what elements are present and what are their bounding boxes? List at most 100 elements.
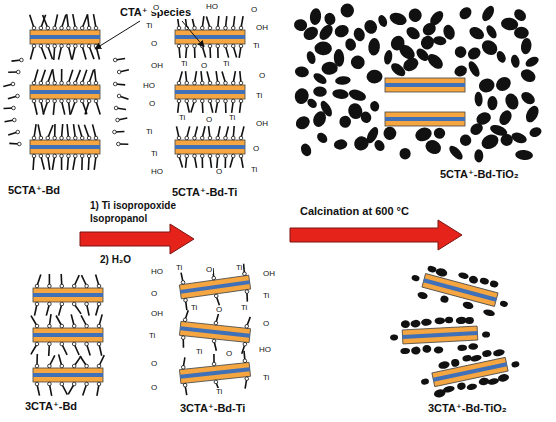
tio2-particle bbox=[366, 70, 382, 84]
layer-sheet bbox=[30, 85, 100, 99]
surfactant-head bbox=[243, 342, 247, 346]
surfactant-head bbox=[200, 136, 204, 140]
surfactant-head bbox=[208, 154, 212, 158]
step-label: 2) H₂O bbox=[100, 253, 200, 266]
layer-core bbox=[33, 293, 103, 297]
clay-layer bbox=[417, 344, 522, 400]
tio2-particle bbox=[458, 271, 470, 280]
tio2-particle bbox=[458, 132, 474, 148]
surfactant-head bbox=[67, 136, 71, 140]
surfactant-head bbox=[87, 99, 91, 103]
surfactant-head bbox=[53, 136, 57, 140]
surfactant-head bbox=[185, 154, 189, 158]
surfactant-head bbox=[60, 99, 64, 103]
tio2-particle bbox=[499, 300, 508, 308]
surfactant-head bbox=[113, 82, 117, 86]
surfactant-head bbox=[39, 99, 43, 103]
layer-sheet bbox=[179, 321, 250, 342]
tio2-particle bbox=[411, 274, 420, 282]
layer-sheet bbox=[30, 30, 100, 44]
clay-layer bbox=[175, 16, 245, 58]
surfactant-head bbox=[94, 99, 98, 103]
surfactant-head bbox=[16, 94, 20, 98]
tio2-particle bbox=[372, 138, 386, 153]
surfactant-head bbox=[60, 302, 64, 306]
layer-core bbox=[175, 145, 245, 149]
surfactant-head bbox=[231, 81, 235, 85]
surfactant-head bbox=[117, 70, 121, 74]
tio2-particle bbox=[362, 18, 379, 36]
clay-layer bbox=[178, 310, 252, 355]
surfactant-head bbox=[53, 81, 57, 85]
tio2-particle bbox=[418, 33, 436, 51]
surfactant-head bbox=[216, 44, 220, 48]
clay-layer bbox=[175, 71, 245, 113]
layer-sheet bbox=[432, 357, 508, 386]
clay-layer bbox=[178, 350, 252, 395]
surfactant-head bbox=[72, 324, 76, 328]
tio2-particle bbox=[294, 66, 309, 78]
surfactant-head bbox=[60, 81, 64, 85]
tio2-particle bbox=[480, 4, 497, 23]
surfactant-head bbox=[72, 302, 76, 306]
chemical-group: O bbox=[150, 290, 158, 298]
surfactant-head bbox=[87, 136, 91, 140]
surfactant-head bbox=[239, 26, 243, 30]
surfactant-head bbox=[177, 26, 181, 30]
tio2-particle bbox=[332, 88, 349, 100]
chemical-group: O bbox=[205, 116, 213, 124]
surfactant-head bbox=[46, 44, 50, 48]
surfactant-head bbox=[80, 26, 84, 30]
clay-layer bbox=[33, 274, 103, 316]
sample-label: 3CTA⁺-Bd-TiO₂ bbox=[428, 402, 507, 415]
surfactant-head bbox=[12, 118, 16, 122]
surfactant-head bbox=[193, 44, 197, 48]
surfactant-head bbox=[48, 342, 52, 346]
sample-label: 3CTA⁺-Bd bbox=[25, 400, 77, 413]
chemical-group: O bbox=[200, 62, 208, 70]
tio2-particle bbox=[388, 10, 409, 27]
surfactant-head bbox=[35, 302, 39, 306]
tio2-particle bbox=[487, 96, 497, 110]
surfactant-head bbox=[231, 154, 235, 158]
chemical-group: Ti bbox=[262, 374, 270, 382]
clay-layer bbox=[385, 78, 465, 92]
chemical-group: HO bbox=[150, 268, 164, 276]
surfactant-head bbox=[177, 136, 181, 140]
layer-core bbox=[33, 333, 103, 337]
layer-sheet bbox=[175, 85, 245, 99]
surfactant-head bbox=[231, 26, 235, 30]
surfactant-head bbox=[60, 324, 64, 328]
tio2-particle bbox=[369, 100, 380, 112]
tio2-particle bbox=[442, 385, 455, 393]
tio2-particle bbox=[383, 49, 393, 65]
surfactant-head bbox=[60, 26, 64, 30]
surfactant-head bbox=[72, 364, 76, 368]
surfactant-head bbox=[239, 136, 243, 140]
chemical-group: HO bbox=[142, 82, 156, 90]
tio2-particle bbox=[293, 87, 310, 106]
chemical-group: OH bbox=[262, 270, 276, 278]
layer-core bbox=[175, 35, 245, 39]
chemical-group: Ti bbox=[178, 114, 186, 122]
surfactant-head bbox=[224, 136, 228, 140]
tio2-particle bbox=[484, 24, 499, 41]
surfactant-head bbox=[60, 154, 64, 158]
tio2-particle bbox=[466, 45, 483, 62]
tio2-particle bbox=[413, 125, 433, 143]
chemical-group: O bbox=[205, 266, 213, 274]
tio2-particle bbox=[427, 265, 437, 273]
tio2-particle bbox=[470, 354, 482, 362]
chemical-group: HO bbox=[205, 3, 219, 11]
surfactant-head bbox=[72, 382, 76, 386]
layer-sheet bbox=[179, 362, 250, 383]
surfactant-head bbox=[224, 81, 228, 85]
chemical-group: Ti bbox=[262, 292, 270, 300]
surfactant-head bbox=[32, 81, 36, 85]
surfactant-head bbox=[74, 81, 78, 85]
chemical-group: Ti bbox=[255, 92, 263, 100]
tio2-particle bbox=[321, 61, 338, 75]
layer-core bbox=[385, 117, 465, 121]
surfactant-head bbox=[32, 99, 36, 103]
